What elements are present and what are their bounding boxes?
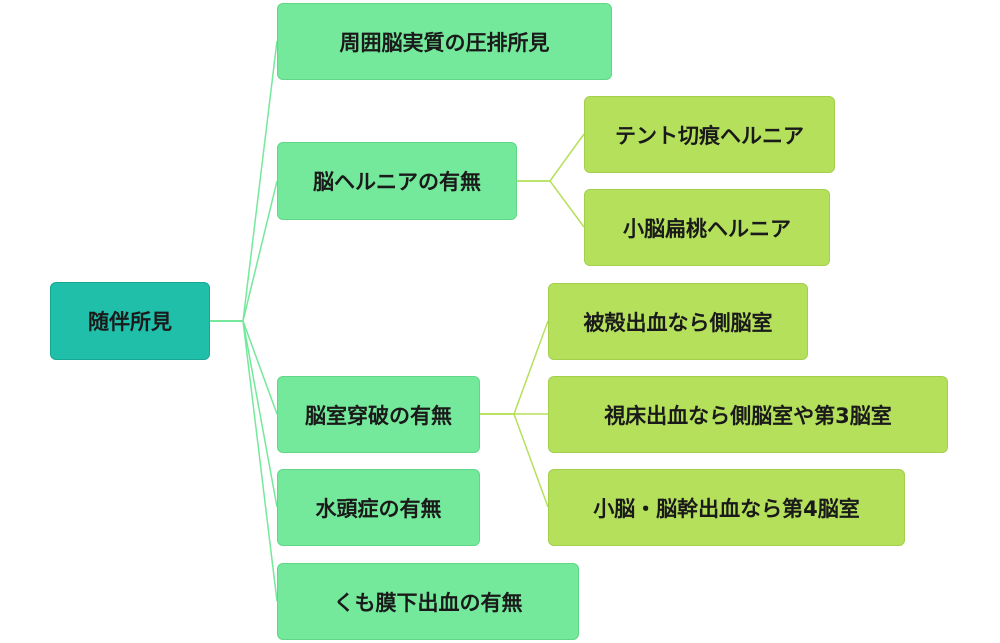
connector-root-e — [210, 320, 278, 602]
connector-c-c3 — [480, 413, 549, 508]
leaf-node-label: 視床出血なら側脳室や第3脳室 — [604, 403, 892, 428]
leaf-node-cerebellar-brainstem: 小脳・脳幹出血なら第4脳室 — [548, 469, 905, 546]
leaf-node-putaminal: 被殻出血なら側脳室 — [548, 283, 808, 360]
leaf-node-label: 小脳・脳幹出血なら第4脳室 — [593, 496, 860, 521]
leaf-node-thalamic: 視床出血なら側脳室や第3脳室 — [548, 376, 948, 453]
root-node: 随伴所見 — [50, 282, 210, 360]
branch-node-compression: 周囲脳実質の圧排所見 — [277, 3, 612, 80]
leaf-node-label: テント切痕ヘルニア — [615, 123, 804, 148]
connector-c-c1 — [480, 320, 549, 415]
branch-node-label: 水頭症の有無 — [315, 496, 442, 521]
leaf-node-tonsillar-herniation: 小脳扁桃ヘルニア — [584, 189, 830, 266]
branch-node-subarachnoid-hemorrhage: くも膜下出血の有無 — [277, 563, 579, 640]
connector-b-b2 — [517, 180, 585, 228]
branch-node-label: 脳室穿破の有無 — [305, 403, 452, 428]
root-node-label: 随伴所見 — [88, 310, 172, 334]
root-connectors — [210, 40, 278, 602]
leaf-node-label: 小脳扁桃ヘルニア — [623, 216, 791, 241]
connector-root-b — [210, 180, 278, 322]
connector-root-a — [210, 40, 278, 322]
branch-node-herniation: 脳ヘルニアの有無 — [277, 142, 517, 220]
leaf-node-tentorial-herniation: テント切痕ヘルニア — [584, 96, 835, 173]
leaf-node-label: 被殻出血なら側脳室 — [583, 310, 773, 335]
branch-node-label: 脳ヘルニアの有無 — [313, 170, 481, 194]
connector-root-d — [210, 320, 278, 508]
connector-b-b1 — [517, 133, 585, 182]
branch-node-label: 周囲脳実質の圧排所見 — [339, 30, 550, 55]
connector-root-c — [210, 320, 278, 415]
branch-node-ventricular-rupture: 脳室穿破の有無 — [277, 376, 480, 453]
branch-node-label: くも膜下出血の有無 — [333, 590, 523, 615]
branch-node-hydrocephalus: 水頭症の有無 — [277, 469, 480, 546]
branch-connectors — [480, 133, 585, 508]
